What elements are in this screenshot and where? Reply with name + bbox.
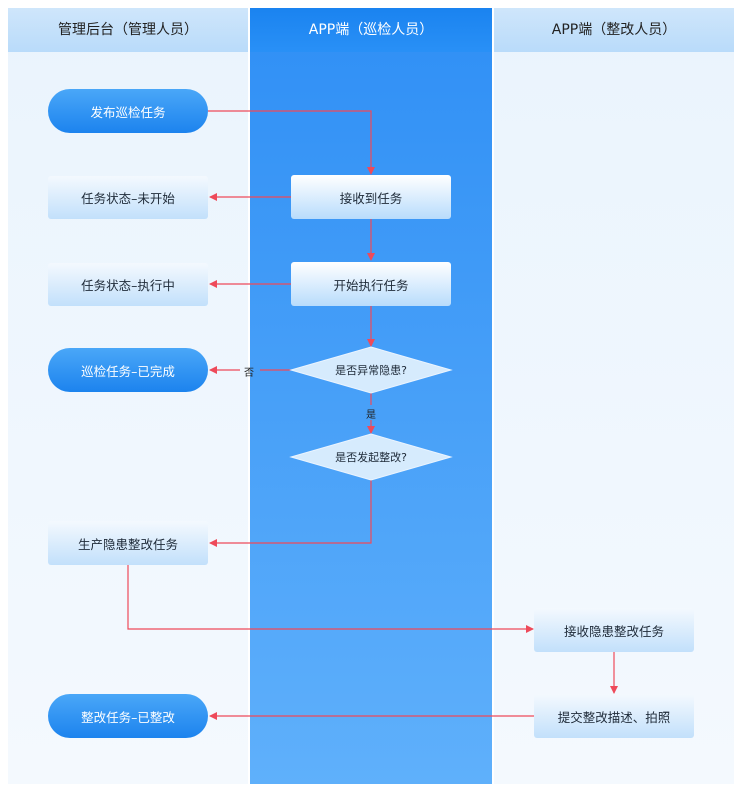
decision-start-rectify-label: 是否发起整改?	[335, 450, 407, 464]
edge-publish-to-receive	[208, 110, 375, 175]
edge-label-yes: 是	[366, 410, 376, 421]
node-submit-rectify: 提交整改描述、拍照	[534, 694, 694, 738]
lane-header-rectifier: APP端（整改人员）	[494, 8, 734, 52]
decision-abnormal: 是否异常隐患?	[289, 346, 453, 394]
node-start-task: 开始执行任务	[291, 262, 451, 306]
node-rectify-done: 整改任务–已整改	[48, 694, 208, 738]
decision-start-rectify: 是否发起整改?	[289, 433, 453, 481]
lane-header-inspector: APP端（巡检人员）	[250, 8, 492, 52]
node-status-in-progress: 任务状态–执行中	[48, 263, 208, 306]
node-status-not-started: 任务状态–未开始	[48, 176, 208, 219]
node-receive-task: 接收到任务	[291, 175, 451, 219]
node-publish-task: 发布巡检任务	[48, 89, 208, 133]
lane-header-admin: 管理后台（管理人员）	[8, 8, 248, 52]
node-receive-rectify-task: 接收隐患整改任务	[534, 608, 694, 652]
lane-rectifier: APP端（整改人员）	[494, 8, 734, 784]
node-create-rectify-task: 生产隐患整改任务	[48, 521, 208, 565]
edge-rectify-to-create	[209, 479, 372, 547]
node-inspection-done: 巡检任务–已完成	[48, 348, 208, 392]
edge-label-no: 否	[244, 368, 254, 379]
lane-admin: 管理后台（管理人员）	[8, 8, 248, 784]
edge-create-to-receive-rectify	[127, 565, 534, 633]
decision-abnormal-label: 是否异常隐患?	[335, 364, 407, 377]
